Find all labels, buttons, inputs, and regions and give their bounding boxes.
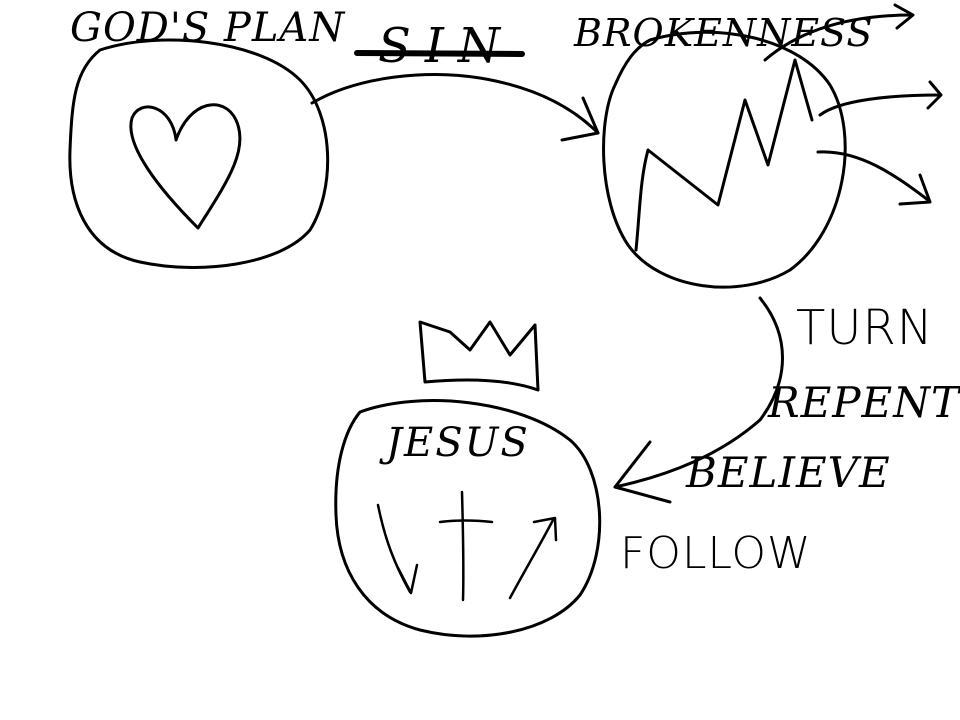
brokenness-circle [602, 30, 847, 289]
step-repent-label: REPENT [768, 378, 960, 427]
step-follow-label: FOLLOW [620, 528, 812, 579]
turn-arrow-head [613, 440, 672, 504]
cross-icon [438, 490, 494, 602]
escape-arrow-1 [763, 13, 914, 62]
sin-strikethrough [354, 50, 525, 57]
escape-arrow-1-head [893, 3, 915, 30]
escape-arrow-3 [816, 150, 930, 202]
arrow-up-head [532, 516, 558, 542]
sin-arrow [310, 73, 600, 135]
sin-label: SIN [378, 18, 514, 74]
gods-plan-label: GOD'S PLAN [70, 5, 346, 51]
escape-arrow-2 [818, 93, 942, 117]
arrow-down-head [396, 563, 419, 595]
turn-arrow [613, 296, 784, 489]
step-turn-label: TURN [796, 300, 934, 356]
sin-arrow-head [560, 96, 600, 142]
escape-arrow-2-head [926, 80, 943, 110]
jesus-label: JESUS [386, 420, 530, 466]
brokenness-label: BROKENNESS [574, 11, 874, 55]
crown-icon [418, 320, 540, 392]
escape-arrow-3-head [898, 173, 932, 206]
zigzag-icon [634, 58, 814, 252]
arrow-down-icon [376, 503, 412, 594]
arrow-up-icon [508, 518, 555, 600]
jesus-circle [334, 399, 602, 638]
step-believe-label: BELIEVE [686, 448, 891, 497]
heart-icon [129, 103, 242, 230]
gods-plan-circle [68, 38, 330, 269]
